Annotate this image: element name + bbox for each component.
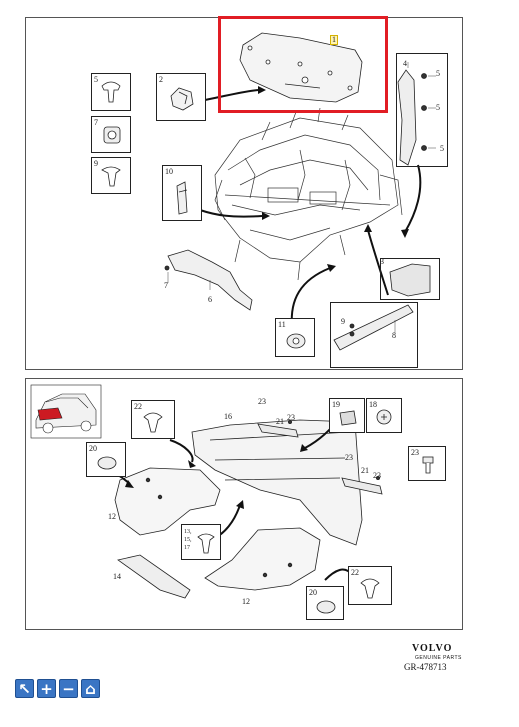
part-box-13-15-17[interactable]: 13, 15, 17: [181, 524, 221, 560]
selected-part-highlight[interactable]: [218, 16, 388, 113]
bracket-clip-icon: [170, 87, 194, 111]
clip-icon: [101, 81, 121, 103]
callout-23[interactable]: 23: [258, 397, 266, 406]
part-box-22[interactable]: 22: [131, 400, 175, 439]
bolt-icon: [422, 456, 434, 474]
part-number: 20: [89, 444, 97, 453]
callout-5[interactable]: 5: [436, 103, 440, 112]
part-box-3-frame[interactable]: [380, 258, 440, 300]
home-button[interactable]: ⌂: [81, 679, 100, 698]
part-21-brackets: [257, 419, 383, 495]
part-number-17: 17: [184, 545, 190, 551]
home-icon: ⌂: [85, 679, 96, 698]
part-number: 22: [134, 402, 142, 411]
bracket-icon: [176, 181, 188, 215]
expansion-nut-icon: [286, 333, 306, 349]
part-box-20[interactable]: 20: [306, 586, 344, 620]
brand-logo: VOLVO: [412, 643, 453, 654]
part-12-shield-left: [114, 467, 221, 536]
bottom-diagram-panel: [25, 378, 463, 630]
part-number-13: 13,: [184, 529, 192, 535]
clip-icon: [360, 578, 380, 599]
part-box-18[interactable]: 18: [366, 398, 402, 433]
callout-1[interactable]: 1: [330, 35, 338, 45]
nut-icon: [103, 126, 121, 144]
plus-icon: +: [40, 679, 53, 698]
clip-nut-icon: [339, 410, 357, 426]
part-box-22[interactable]: 22: [348, 566, 392, 605]
brand-subtitle: GENUINE PARTS: [415, 655, 462, 661]
callout-3[interactable]: 3: [380, 257, 384, 266]
zoom-in-button[interactable]: +: [37, 679, 56, 698]
part-8-strip: [333, 304, 414, 351]
nut-icon: [97, 456, 117, 470]
callout-4[interactable]: 4: [403, 59, 407, 68]
minus-icon: −: [62, 679, 75, 698]
zoom-out-button[interactable]: −: [59, 679, 78, 698]
part-number: 19: [332, 400, 340, 409]
part-number: 7: [94, 118, 98, 127]
callout-12[interactable]: 12: [242, 597, 250, 606]
part-number: 18: [369, 400, 377, 409]
clip-icon: [143, 412, 163, 433]
part-number: 5: [94, 75, 98, 84]
callout-5[interactable]: 5: [436, 69, 440, 78]
part-4-bracket: [397, 69, 427, 166]
leader-lines: [199, 89, 422, 327]
part-14-strip: [117, 554, 191, 599]
callout-14[interactable]: 14: [113, 572, 121, 581]
screw-icon: [376, 409, 392, 425]
part-number: 22: [351, 568, 359, 577]
callout-16[interactable]: 16: [224, 412, 232, 421]
part-box-11[interactable]: 11: [275, 318, 315, 357]
part-box-5[interactable]: 5: [91, 73, 131, 111]
callout-12[interactable]: 12: [108, 512, 116, 521]
callout-5[interactable]: 5: [440, 144, 444, 153]
callout-8[interactable]: 8: [392, 331, 396, 340]
part-number-15: 15,: [184, 537, 192, 543]
part-number: 10: [165, 167, 173, 176]
part-box-2[interactable]: 2: [156, 73, 206, 121]
part-number: 23: [411, 448, 419, 457]
leader-arrowheads: [258, 86, 409, 272]
part-number: 2: [159, 75, 163, 84]
nut-icon: [316, 600, 336, 614]
part-1-plate: [239, 32, 363, 103]
part-12-shield-lower: [204, 527, 321, 591]
callout-23[interactable]: 23: [345, 453, 353, 462]
document-reference: GR-478713: [404, 662, 447, 672]
part-box-23[interactable]: 23: [408, 446, 446, 481]
viewer-toolbar: ↖ + − ⌂: [15, 679, 100, 699]
part-box-19[interactable]: 19: [329, 398, 365, 433]
part-box-10[interactable]: 10: [162, 165, 202, 221]
callout-23[interactable]: 23: [287, 413, 295, 422]
part-box-20[interactable]: 20: [86, 442, 126, 477]
callout-6[interactable]: 6: [208, 295, 212, 304]
callout-23[interactable]: 23: [373, 471, 381, 480]
part-number: 20: [309, 588, 317, 597]
part-box-4-frame[interactable]: [396, 53, 448, 167]
callout-9[interactable]: 9: [341, 317, 345, 326]
part-box-7[interactable]: 7: [91, 116, 131, 153]
part-box-8-frame[interactable]: [330, 302, 418, 368]
car-thumbnail: [30, 384, 102, 439]
callout-21[interactable]: 21: [361, 466, 369, 475]
front-subframe-drawing: [214, 107, 403, 281]
part-3-bracket: [389, 263, 431, 297]
part-number: 11: [278, 320, 286, 329]
clip-icon: [197, 533, 215, 554]
callout-7[interactable]: 7: [164, 281, 168, 290]
push-clip-icon: [101, 166, 121, 187]
part-number: 9: [94, 159, 98, 168]
cursor-icon: ↖: [18, 679, 31, 698]
callout-21[interactable]: 21: [276, 417, 284, 426]
part-box-9[interactable]: 9: [91, 157, 131, 194]
select-tool-button[interactable]: ↖: [15, 679, 34, 698]
